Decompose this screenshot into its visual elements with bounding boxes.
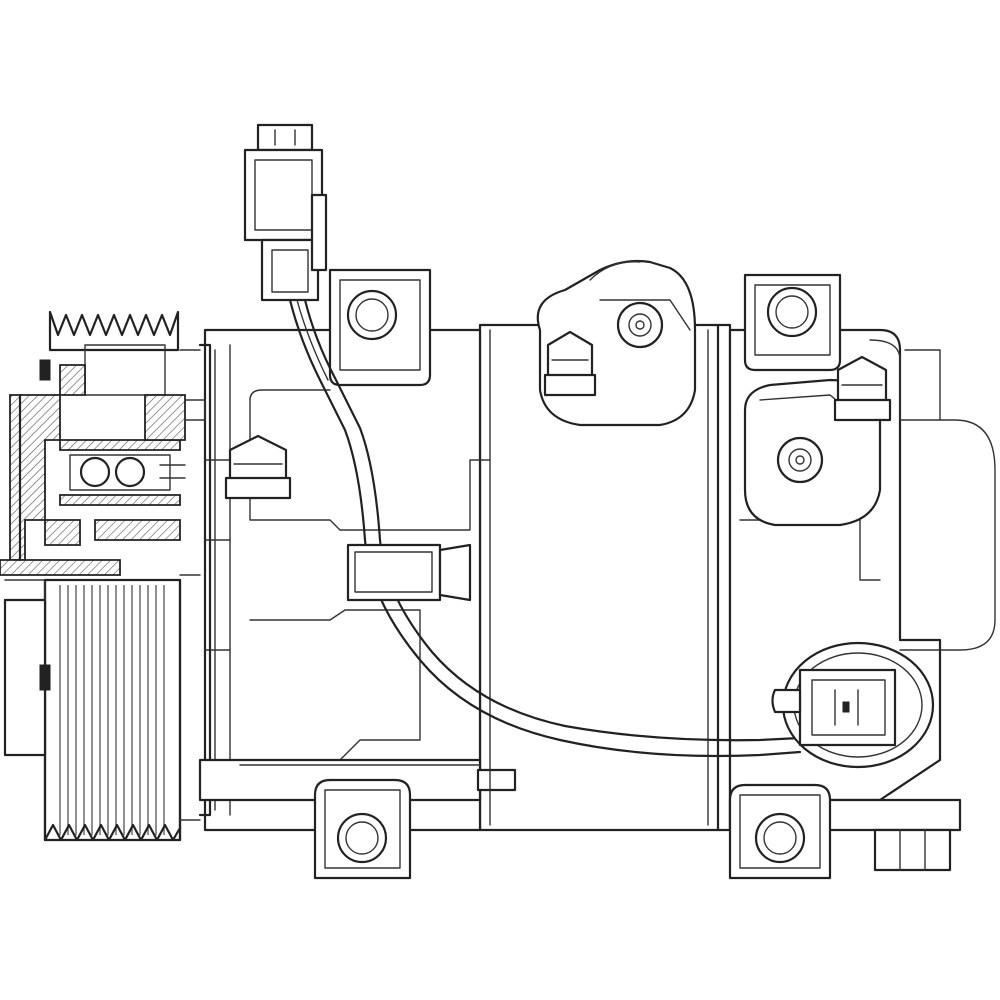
mount-ear-top-front	[328, 268, 432, 387]
port-bolt-rear	[833, 355, 892, 422]
clutch-to-body-link	[179, 349, 206, 821]
mount-ear-top-rear	[743, 273, 842, 372]
top-connector	[243, 123, 328, 302]
mount-ear-bottom-front	[313, 778, 412, 880]
port-bolt-front	[543, 330, 597, 397]
mount-ear-bottom-rear	[728, 783, 832, 880]
pulley-outer	[43, 578, 182, 842]
front-bolt	[224, 434, 292, 500]
wire-harness	[288, 298, 802, 758]
pulley-cross-section	[0, 310, 186, 576]
lower-connector	[771, 641, 935, 769]
clutch-plate	[3, 579, 51, 757]
